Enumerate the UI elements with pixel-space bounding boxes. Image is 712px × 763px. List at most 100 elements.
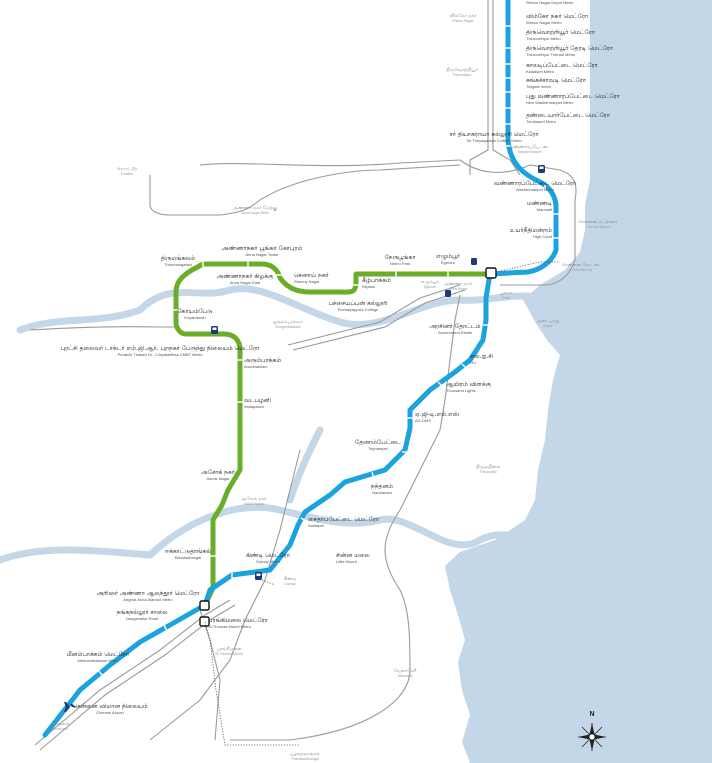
svg-text:எழும்பூர்: எழும்பூர் [421, 280, 440, 285]
river-south [0, 546, 154, 564]
station-label-en: Chennai Airport [96, 710, 124, 715]
svg-text:அசோக் நகர்: அசோக் நகர் [241, 496, 267, 502]
svg-text:திருவொற்றியூர்: திருவொற்றியூர் [446, 67, 478, 73]
station-label-ta: திருமங்கலம் [161, 255, 195, 262]
station-wimco[interactable]: Wimco Nagar Depot Metro [526, 0, 574, 5]
station-label-en: Arumbakkam [244, 364, 268, 369]
svg-text:Adyar: Adyar [543, 324, 553, 328]
station-teynampet[interactable]: தேனாம்பேட்டைTeynampet [355, 439, 401, 451]
station-nandanam[interactable]: நந்தனம்Nandanam [371, 483, 393, 495]
station-thiruvottiyur[interactable]: திருவொற்றியூர் மெட்ரோThiruvottriyur Metr… [526, 29, 596, 41]
station-label-en: Thiruvottriyur Metro [526, 36, 561, 41]
station-wimconagar[interactable]: விம்கோ நகர் மெட்ரோWimco Nagar Metro [526, 13, 589, 25]
station-label-en: Ashok Nagar [206, 476, 230, 481]
green-stop-ticks [173, 261, 449, 557]
station-thirumangalam[interactable]: திருமங்கலம்Thirumangalam [161, 255, 195, 267]
station-label-ta: திருவொற்றியூர் தேரடி மெட்ரோ [526, 45, 614, 52]
svg-text:சென்னை கோட்டை: சென்னை கோட்டை [562, 262, 603, 268]
station-lic[interactable]: எல்.ஐ.சிLIC [470, 353, 493, 365]
svg-text:விம்கோ நகர்: விம்கோ நகர் [450, 13, 477, 19]
train-icon [445, 290, 451, 297]
sea-area [445, 0, 712, 763]
station-label-ta: புரட்சி தலைவர் டாக்டர் எம்.ஜி.ஆர். புறநக… [61, 345, 260, 352]
svg-text:அண்ணா நகர்: அண்ணா நகர் [444, 282, 473, 287]
station-label-ta: ஆயிரம் விளக்கு [446, 381, 492, 389]
station-arignar[interactable]: அறிஞர் அண்ணா ஆலந்தூர் மெட்ரோArignar Anna… [97, 590, 201, 602]
station-label-ta: அண்ணாநகர் பூங்கா கோபுரம் [222, 245, 303, 252]
station-theradi[interactable]: திருவொற்றியூர் தேரடி மெட்ரோThiruvottriyu… [526, 45, 614, 57]
station-label-en: Tondiarpet Metro [526, 119, 557, 124]
station-tondiarpet[interactable]: தண்டையார்பேட்டை மெட்ரோTondiarpet Metro [526, 112, 611, 124]
station-airport[interactable]: சென்னை விமான நிலையம்Chennai Airport [72, 703, 148, 715]
station-nanganallur[interactable]: நங்கநல்லூர் சாலைNanganallur Road [116, 609, 167, 621]
station-label-en: St.Thomas Mount Metro [208, 624, 252, 629]
station-highcourt[interactable]: உயர்நீதிமன்றம்High Court [510, 227, 553, 239]
interchange-central[interactable] [485, 267, 497, 279]
svg-text:வேளச்சேரி: வேளச்சேரி [394, 668, 418, 674]
station-label-ta: விம்கோ நகர் மெட்ரோ [526, 13, 589, 20]
station-vadapalani[interactable]: வடபழனிVadapalani [244, 397, 271, 409]
station-label-ta: சர் தியாகராயா கல்லூரி மெட்ரோ [450, 131, 540, 138]
station-shenoy[interactable]: செனாய் நகர்Shenoy Nagar [294, 272, 330, 284]
station-littlemount[interactable]: சின்ன மலைLittle Mount [336, 552, 370, 564]
station-washermanpet_new[interactable]: புது வண்ணாரப்பேட்டை மெட்ரோNew Washermanp… [526, 93, 621, 105]
station-annanagartower[interactable]: அண்ணாநகர் பூங்கா கோபுரம்Anna Nagar Tower [222, 245, 303, 257]
rail-station-label: எழும்பூர்Egmore [421, 280, 440, 289]
train-icon [211, 326, 218, 334]
svg-text:Nungambakkam: Nungambakkam [275, 325, 301, 329]
station-pachaiyappas[interactable]: பச்சையப்பன் கல்லூரிPachaiyappa's College [328, 300, 387, 312]
station-annanagareast[interactable]: அண்ணாநகர் கிழக்குAnna Nagar East [217, 273, 274, 285]
station-label-ta: ஏ.ஜி-டி.எம்.எஸ் [415, 411, 460, 418]
station-label-ta: சைதாப்பேட்டை மெட்ரோ [308, 516, 380, 523]
rail-station-label: பரங்கிமலைSt Thomas Mount [215, 646, 243, 656]
station-label-en: Thiruvottriyur Theradi Metro [526, 52, 576, 57]
station-label-ta: திருவொற்றியூர் மெட்ரோ [526, 29, 596, 36]
svg-text:Washermanpet: Washermanpet [518, 150, 542, 154]
station-label-en: Mannadi [537, 207, 552, 212]
station-washermanpet[interactable]: வண்ணாரப்பேட்டை மெட்ரோWashermanpet Metro [494, 180, 577, 192]
station-ag_dms[interactable]: ஏ.ஜி-டி.எம்.எஸ்AG-DMS [415, 411, 460, 423]
svg-text:Tirusulam: Tirusulam [52, 727, 67, 731]
station-label-en: Thousand Lights [446, 388, 476, 393]
station-label-ta: தேனாம்பேட்டை [355, 439, 401, 446]
station-ashoknagar[interactable]: அசோக் நகர்Ashok Nagar [201, 469, 236, 481]
station-labels: Wimco Nagar Depot Metro விம்கோ நகர் மெட்ர… [61, 0, 621, 715]
station-stmount[interactable]: பரங்கிமலை மெட்ரோSt.Thomas Mount Metro [208, 617, 269, 629]
train-icon [538, 165, 545, 173]
station-theyagaraya[interactable]: சர் தியாகராயா கல்லூரி மெட்ரோSir Theyagar… [450, 131, 540, 143]
station-kaladipet[interactable]: காலடிப்பேட்டை மெட்ரோKaladipet Metro [526, 62, 599, 74]
svg-text:Wimco Nagar: Wimco Nagar [452, 19, 474, 23]
station-label-ta: அரசினர் தோட்டம் [429, 323, 480, 330]
svg-text:Chennai Fort: Chennai Fort [572, 268, 592, 272]
station-kilpauk[interactable]: கீழ்பாக்கம்Kilpauk [362, 277, 391, 289]
station-mannadi[interactable]: மண்ணடிMannadi [527, 200, 552, 212]
station-tollgate[interactable]: சுங்கச்சாவடி மெட்ரோTollgate metro [526, 77, 587, 89]
svg-text:Park: Park [502, 296, 509, 300]
station-egmore[interactable]: எழும்பூர்Egmore [436, 253, 461, 265]
interchange-alandur[interactable] [199, 600, 210, 611]
station-label-en: Shenoy Nagar [294, 279, 320, 284]
svg-text:அடையாறு: அடையாறு [537, 319, 560, 324]
station-koyambedu[interactable]: கோயம்பேடுKoyambedu [177, 308, 212, 320]
station-guindy[interactable]: கிண்டி மெட்ரோGuindy Metro [246, 552, 291, 564]
station-saidapet[interactable]: சைதாப்பேட்டை மெட்ரோSaidapet [308, 516, 380, 528]
station-arumbakkam[interactable]: அரும்பாக்கம்Arumbakkam [244, 357, 281, 369]
station-label-en: Little Mount [336, 559, 358, 564]
station-label-ta: செனாய் நகர் [294, 272, 330, 279]
station-label-en: High Court [533, 234, 553, 239]
station-thousandlights[interactable]: ஆயிரம் விளக்குThousand Lights [446, 381, 492, 393]
station-ekkattuthangal[interactable]: ஈக்காட்டுதாங்கல்Ekkattuthangal [165, 548, 211, 560]
svg-text:Anna Nagar: Anna Nagar [449, 287, 469, 291]
station-label-en: Nanganallur Road [126, 616, 158, 621]
rail-station-label: சென்னை கோட்டைChennai Fort [562, 262, 603, 272]
station-cmbt[interactable]: புரட்சி தலைவர் டாக்டர் எம்.ஜி.ஆர். புறநக… [61, 345, 260, 357]
station-label-ta: நேருபூங்கா [385, 254, 417, 261]
station-nehrupark[interactable]: நேருபூங்காNehru Park [385, 254, 417, 266]
station-governmentestate[interactable]: அரசினர் தோட்டம்Government Estate [429, 323, 480, 335]
svg-text:பூங்கா: பூங்கா [500, 291, 514, 296]
river-adyar [146, 503, 564, 564]
station-meenambakkam[interactable]: மீனம்பாக்கம் மெட்ரோMeenambakkam Metro [67, 651, 130, 663]
interchange-stmount[interactable] [199, 616, 210, 627]
